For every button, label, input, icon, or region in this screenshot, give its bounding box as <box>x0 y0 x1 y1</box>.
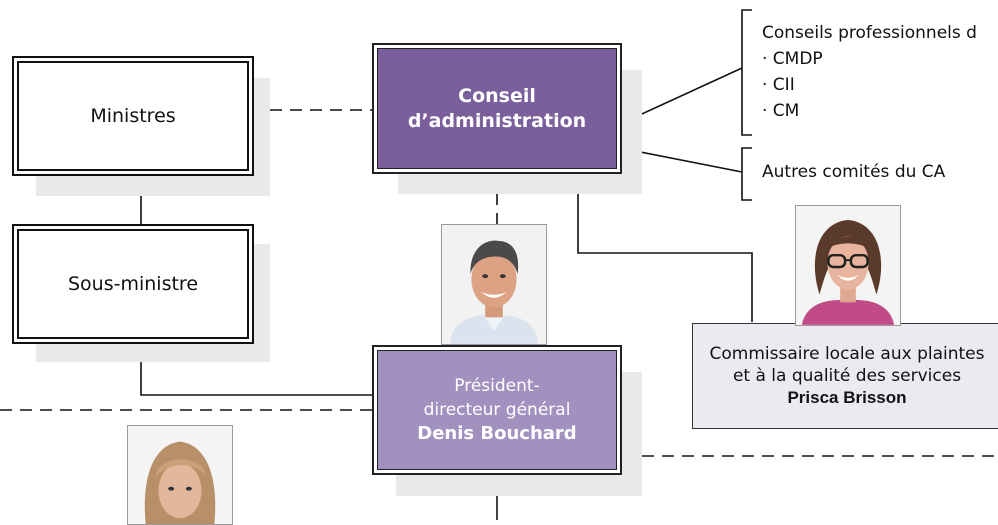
commissaire-title-line1: Commissaire locale aux plaintes <box>709 344 985 364</box>
ministres-box[interactable]: Ministres <box>12 56 254 176</box>
photo-partial-woman <box>127 425 233 525</box>
photo-denis-bouchard <box>441 224 547 345</box>
commissaire-name: Prisca Brisson <box>787 388 907 407</box>
photo-prisca-brisson <box>795 205 901 326</box>
other-committees: Autres comités du CA <box>762 162 946 182</box>
pdg-name: Denis Bouchard <box>417 423 577 444</box>
president-directeur-general-box[interactable]: Président- directeur général Denis Bouch… <box>372 345 622 475</box>
sous-ministre-label: Sous-ministre <box>67 273 199 295</box>
councils-heading: Conseils professionnels d <box>762 23 977 43</box>
man-portrait-icon <box>442 225 546 344</box>
pdg-title-line2: directeur général <box>423 400 571 420</box>
conseil-administration-box[interactable]: Conseil d’administration <box>372 43 622 174</box>
conseil-label-line2: d’administration <box>407 109 587 132</box>
council-item-cm: · CM <box>762 101 800 121</box>
conseil-label-line1: Conseil <box>458 84 536 107</box>
commissaire-plaintes-box[interactable]: Commissaire locale aux plaintes et à la … <box>692 323 998 429</box>
sous-ministre-box[interactable]: Sous-ministre <box>12 224 254 344</box>
councils-list: Conseils professionnels d · CMDP · CII ·… <box>762 20 977 124</box>
council-item-cii: · CII <box>762 75 795 95</box>
woman-portrait-icon <box>796 206 900 325</box>
commissaire-title-line2: et à la qualité des services <box>732 366 962 386</box>
pdg-title-line1: Président- <box>454 376 540 396</box>
woman-portrait-icon-2 <box>128 426 232 524</box>
council-item-cmdp: · CMDP <box>762 49 823 69</box>
ministres-label: Ministres <box>90 105 176 127</box>
